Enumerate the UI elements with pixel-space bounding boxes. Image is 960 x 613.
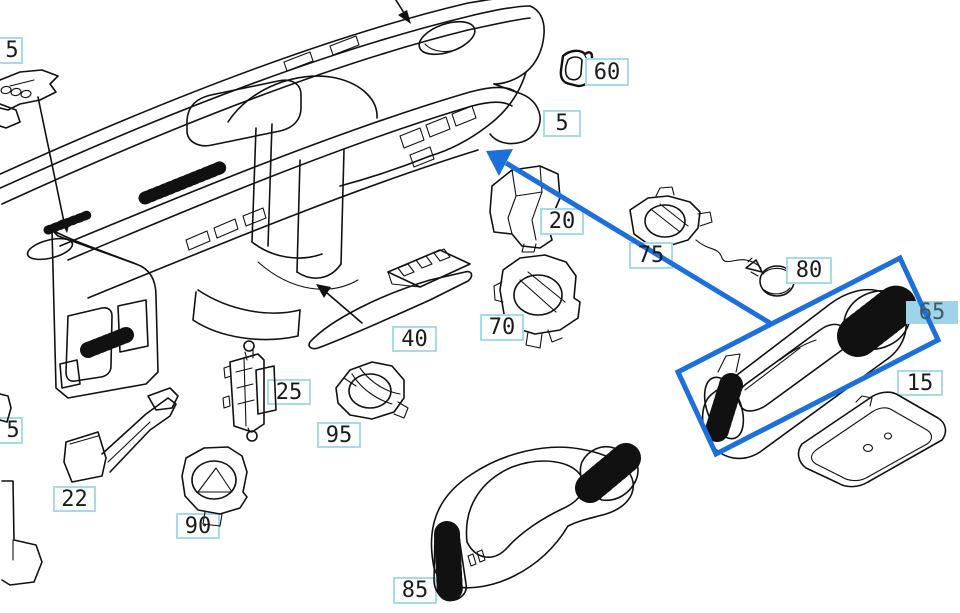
callout-70[interactable]: 70 [488,315,516,340]
callout-85[interactable]: 85 [401,578,429,603]
selection-box [674,254,942,458]
callout-60[interactable]: 60 [593,59,621,85]
callout-95[interactable]: 95 [325,422,353,448]
callout-15[interactable]: 15 [906,370,934,396]
callout-25[interactable]: 25 [275,379,303,405]
callout-22[interactable]: 22 [61,486,88,512]
leader-arrow-part-40 [316,284,363,324]
part-90-air-vent [181,446,248,527]
part-dashboard-assembly [0,0,545,399]
part-85-cluster-bezel [430,443,641,605]
part-15-stowage-tray [797,391,947,488]
part-25-bracket [222,340,277,442]
callout-80[interactable]: 80 [795,258,823,283]
part-5-trim-bracket [0,69,59,129]
callout-5-sill[interactable]: 5 [555,111,569,136]
leader-arrow-top [394,0,411,24]
callout-20[interactable]: 20 [548,209,576,234]
leader-arrow-part-5 [37,96,71,233]
callout-5-left-edge[interactable]: 5 [6,418,20,443]
callout-boxes [0,37,943,604]
part-75-air-vent [629,186,762,269]
part-95-air-vent [335,361,409,420]
callout-75[interactable]: 75 [637,243,665,268]
part-40-switch-strip [308,248,473,350]
callout-40[interactable]: 40 [401,326,428,352]
callout-90[interactable]: 90 [184,513,212,539]
callout-5-top-left[interactable]: 5 [5,38,19,63]
part-partial-left-edge [0,393,43,586]
callout-65-highlighted[interactable]: 65 [918,300,946,325]
selection-arrow [486,149,772,326]
part-20-bracket [489,165,561,253]
part-65-vent-trim-panel [701,284,919,460]
part-22-air-duct [63,387,179,483]
callout-65-highlight [906,301,958,324]
